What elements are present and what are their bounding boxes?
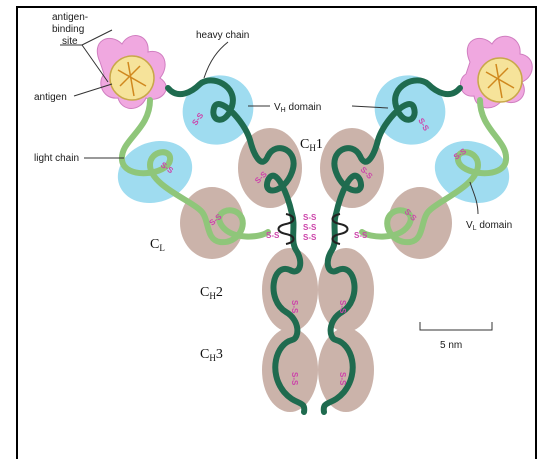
ch2-domain-left (262, 248, 318, 332)
label-antigen-binding-site-2: binding (52, 24, 84, 35)
ch3-domain-right (318, 328, 374, 412)
binding-loops (97, 36, 532, 109)
label-ch3: CH3 (200, 347, 223, 363)
label-ch1: CH1 (300, 137, 323, 153)
constant-domains (180, 128, 452, 412)
ss-hinge-2: S-S (303, 223, 317, 232)
label-light-chain: light chain (34, 153, 79, 164)
label-heavy-chain: heavy chain (196, 30, 249, 41)
ss-interchain-left: S-S (266, 231, 280, 240)
scale-bar: 5 nm (420, 322, 492, 351)
label-antigen: antigen (34, 92, 67, 103)
label-antigen-binding-site-3: site (62, 36, 78, 47)
label-vh-domain: VH domain (274, 102, 321, 114)
label-antigen-binding-site-1: antigen- (52, 12, 88, 23)
ch1-domain-right (320, 128, 384, 208)
ss-ch2-right: S-S (338, 300, 347, 314)
ss-hinge-1: S-S (303, 213, 317, 222)
heavy-chain-pointer (204, 42, 228, 78)
ss-ch3-left: S-S (290, 372, 299, 386)
ss-interchain-right: S-S (354, 231, 368, 240)
scale-bar-label: 5 nm (440, 340, 462, 351)
scale-bar-line (420, 322, 492, 330)
ss-hinge-3: S-S (303, 233, 317, 242)
label-ch2: CH2 (200, 285, 223, 301)
ss-ch3-right: S-S (338, 372, 347, 386)
label-cl: CL (150, 237, 165, 253)
ss-ch2-left: S-S (290, 300, 299, 314)
label-vl-domain: VL domain (466, 220, 512, 232)
antigens (110, 56, 522, 102)
